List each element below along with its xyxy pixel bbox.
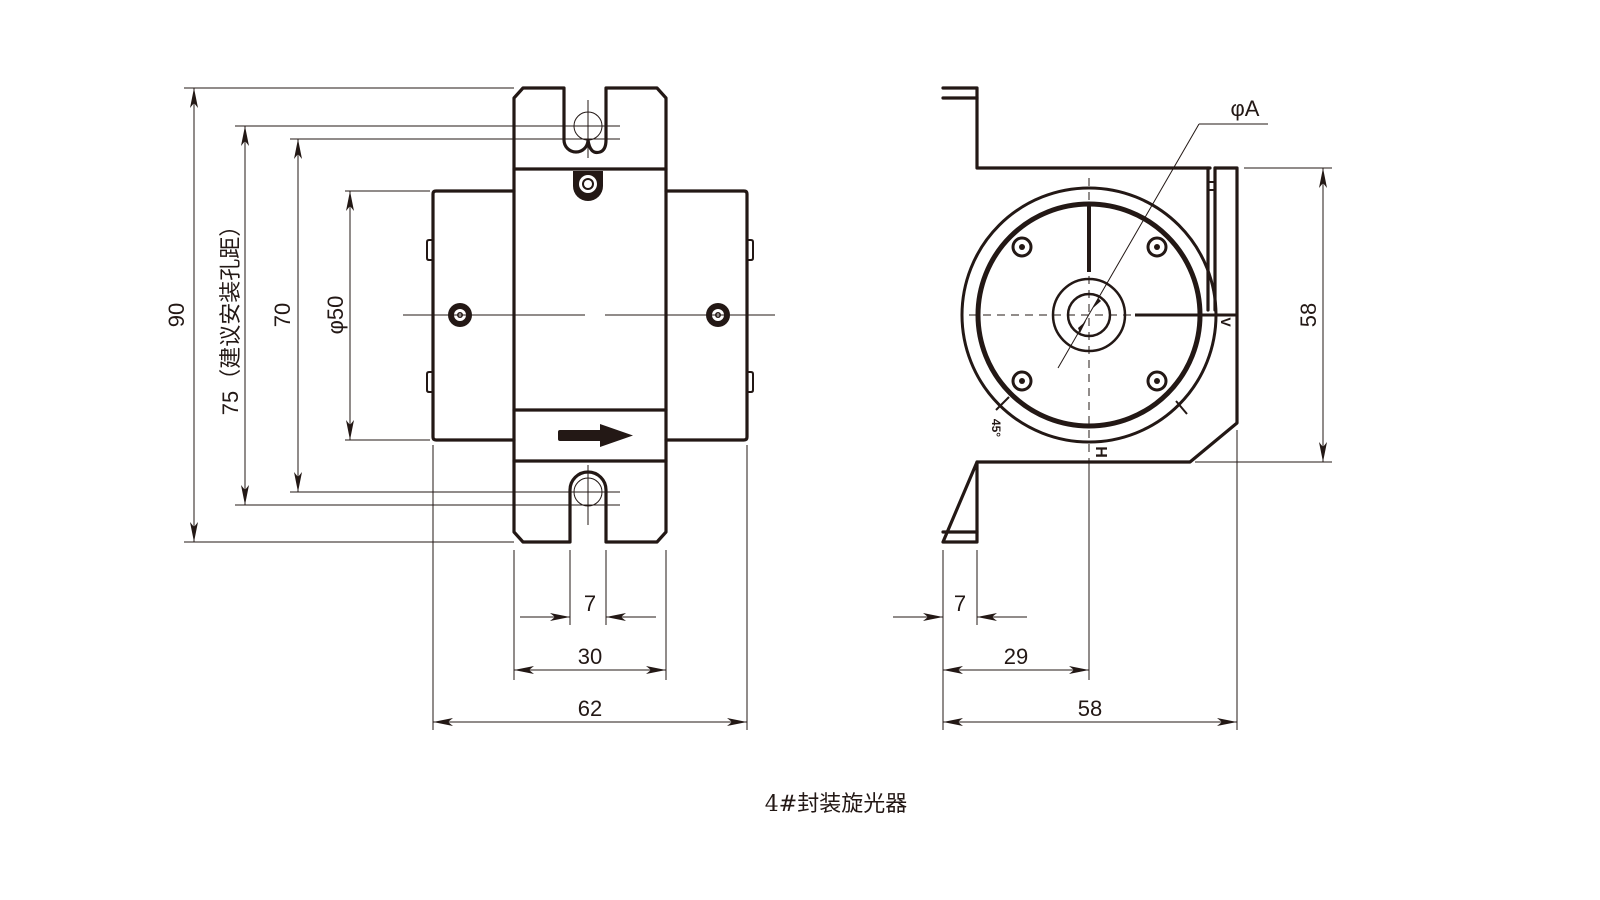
front-view: V H 45° φA 58 7 29 58 (893, 86, 1332, 730)
mark-angle: 45° (989, 419, 1003, 437)
flange-plate (941, 86, 1239, 544)
dim-aperture: φA (1231, 96, 1260, 121)
dim-slot-width: 7 (584, 591, 596, 616)
dim-flange-width: 30 (578, 644, 602, 669)
dim-front-overall-width: 58 (1078, 696, 1102, 721)
mark-vertical: V (1218, 317, 1234, 327)
dim-inner-height: 70 (270, 303, 295, 327)
side-view: 90 75（建议安装孔距） 70 φ50 7 30 62 (164, 86, 775, 730)
dim-flange-thickness: 7 (954, 591, 966, 616)
top-mount-slot (555, 100, 620, 158)
top-screw-icon (573, 171, 603, 201)
bottom-mount-slot (555, 465, 620, 525)
dim-mount-hole-pitch: 75（建议安装孔距） (218, 215, 243, 415)
dim-center-offset: 29 (1004, 644, 1028, 669)
mark-horizontal: H (1092, 446, 1109, 458)
beam-direction-arrow-icon (558, 424, 633, 447)
dim-body-diameter: φ50 (323, 296, 348, 335)
dim-overall-height: 90 (164, 303, 189, 327)
dim-body-height: 58 (1296, 303, 1321, 327)
disc-screw-icon (1011, 236, 1168, 392)
drawing-caption: 4#封装旋光器 (765, 792, 907, 817)
mounting-plate (512, 86, 668, 544)
left-screw-icon (448, 303, 472, 327)
dim-overall-width: 62 (578, 696, 602, 721)
